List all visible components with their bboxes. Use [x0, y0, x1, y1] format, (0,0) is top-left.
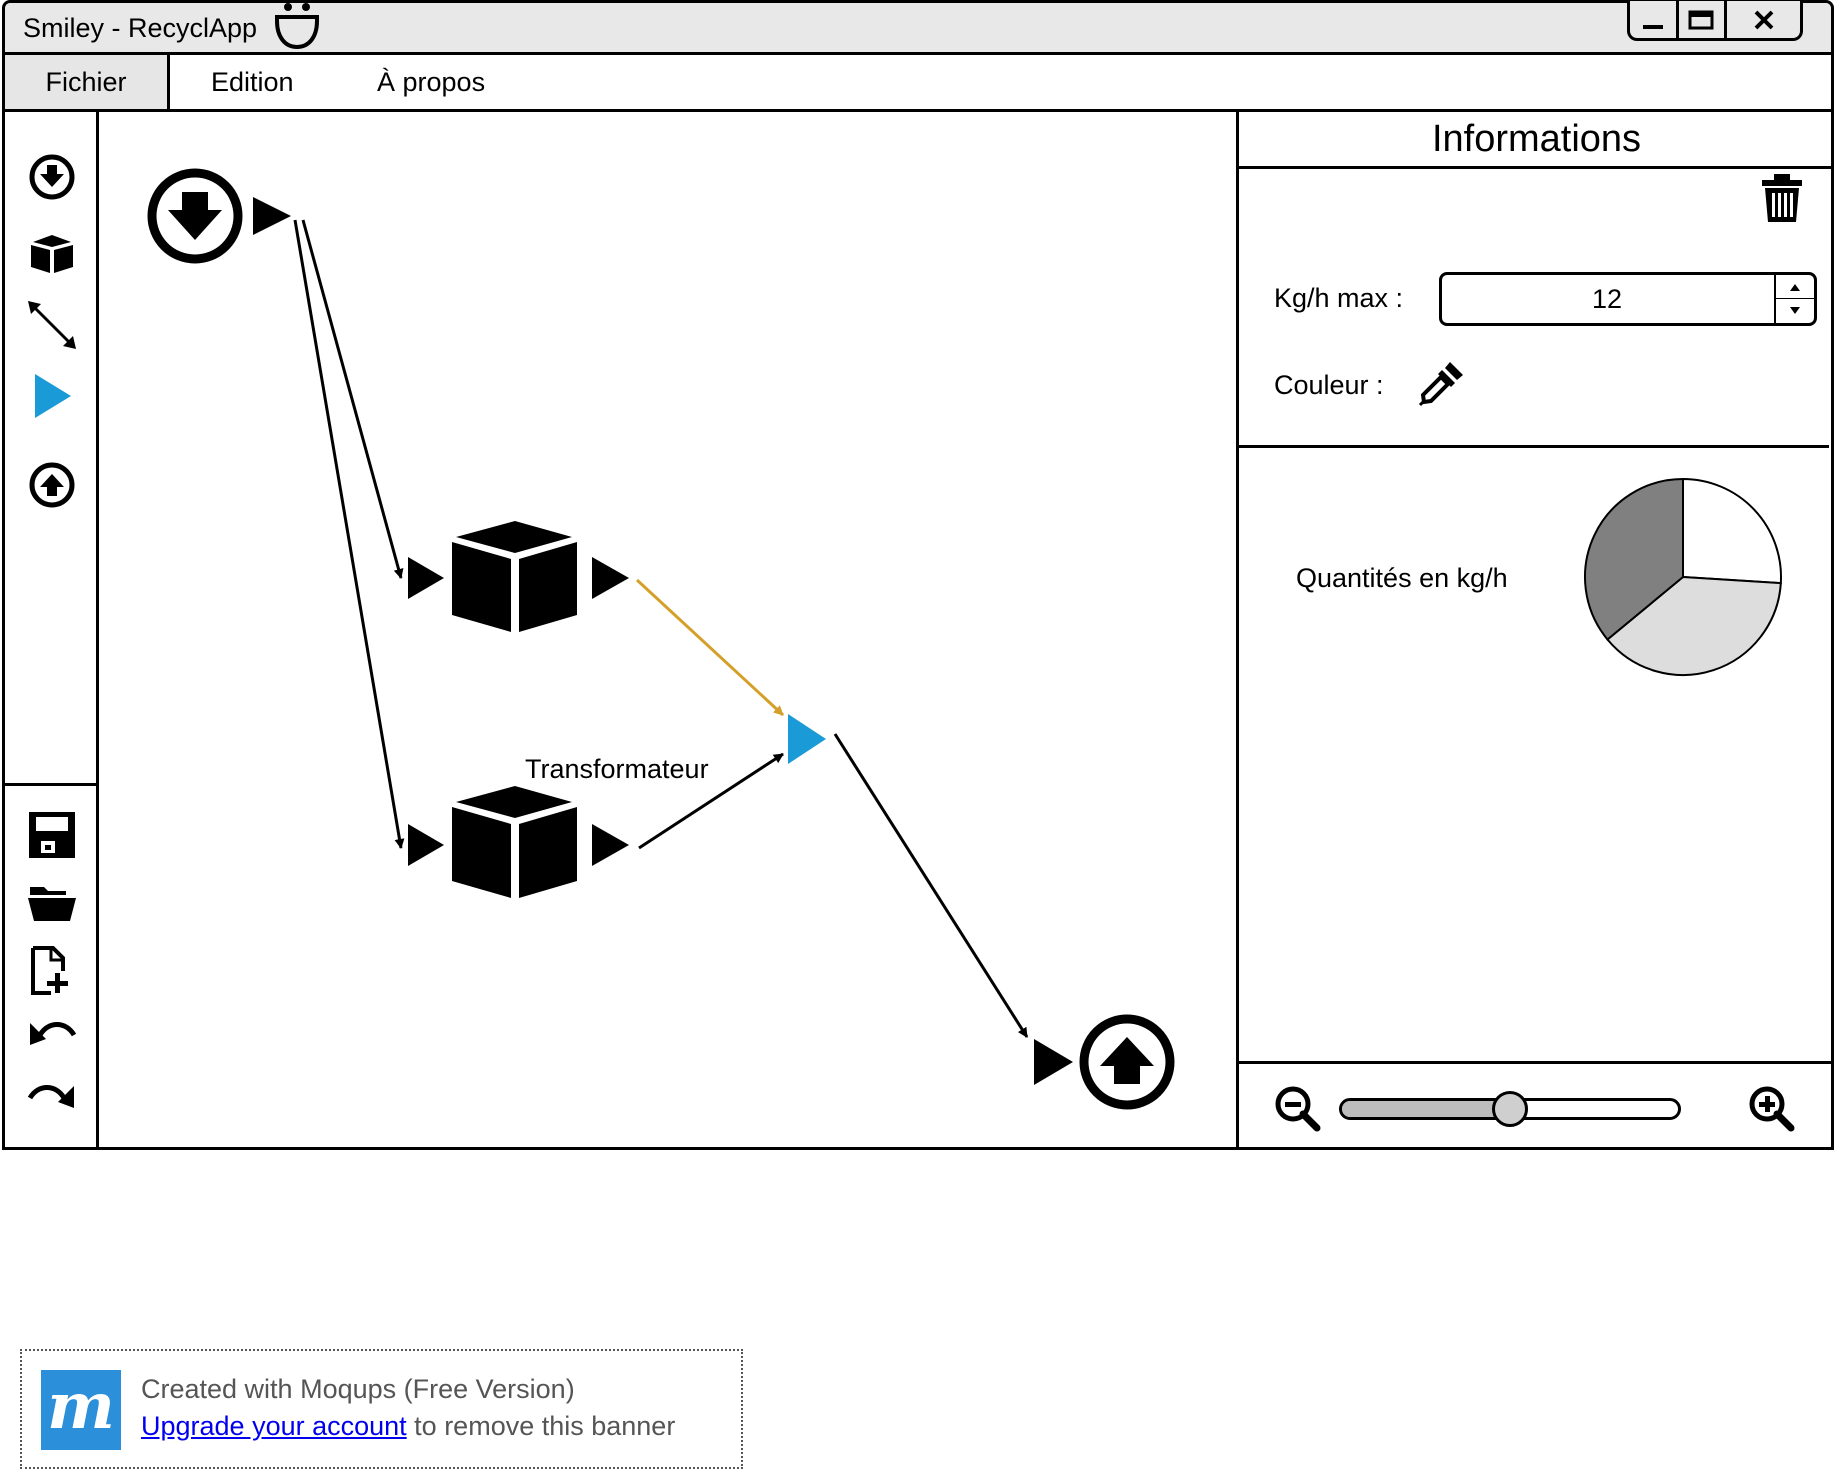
chevron-down-icon	[1790, 306, 1800, 314]
exit-node[interactable]	[1079, 1014, 1175, 1110]
open-button[interactable]	[25, 876, 79, 930]
transformer-2-node[interactable]	[452, 786, 577, 898]
banner-text: Created with Moqups (Free Version)	[141, 1374, 575, 1404]
tool-junction[interactable]	[25, 369, 79, 423]
moqups-banner: m Created with Moqups (Free Version) Upg…	[20, 1349, 743, 1469]
trash-icon[interactable]	[1759, 172, 1805, 224]
maximize-icon	[1688, 10, 1714, 29]
quantities-pie-chart	[1584, 477, 1782, 676]
save-button[interactable]	[25, 808, 79, 862]
link-transformer-2-to-junction[interactable]	[638, 752, 784, 850]
upgrade-account-link[interactable]: Upgrade your account	[141, 1411, 407, 1441]
app-window: Smiley - RecyclApp Fichier Edition À pro…	[2, 0, 1834, 1150]
zoom-slider-fill	[1342, 1101, 1513, 1117]
info-panel: Informations Kg/h max : 12 Couleur :	[1236, 112, 1834, 1150]
zoom-out-icon[interactable]	[1273, 1084, 1325, 1134]
transformer-2-input-port[interactable]	[408, 824, 444, 866]
chevron-up-icon	[1790, 283, 1800, 291]
transformer-label: Transformateur	[525, 754, 709, 784]
zoom-divider	[1239, 1061, 1834, 1064]
pie-slice-1	[1682, 477, 1782, 585]
transformer-1-output-port[interactable]	[592, 557, 629, 599]
entry-node[interactable]	[147, 168, 243, 264]
tool-transformer[interactable]	[25, 226, 79, 280]
kg-max-value[interactable]: 12	[1591, 284, 1623, 314]
menu-edition[interactable]: Edition	[211, 67, 294, 97]
tool-entry[interactable]	[25, 150, 79, 204]
entry-icon	[29, 154, 75, 200]
stepper-down-button[interactable]	[1776, 299, 1814, 322]
tool-connector[interactable]	[25, 298, 79, 352]
kg-max-label: Kg/h max :	[1274, 283, 1404, 313]
kg-max-input[interactable]: 12	[1439, 272, 1817, 326]
pie-slice-3	[1584, 477, 1684, 641]
connector-arrow-icon	[28, 301, 76, 349]
transformer-1-node[interactable]	[452, 521, 577, 632]
link-entry-to-transformer-1[interactable]	[301, 219, 404, 579]
title-bar: Smiley - RecyclApp	[5, 1, 1831, 55]
transformer-1-input-port[interactable]	[408, 557, 444, 599]
link-transformer-1-to-junction[interactable]	[635, 578, 785, 717]
link-entry-to-transformer-2[interactable]	[293, 219, 405, 849]
moqups-logo: m	[41, 1370, 121, 1450]
save-icon	[29, 812, 75, 858]
close-icon	[1754, 10, 1773, 29]
info-panel-title: Informations	[1239, 112, 1834, 169]
exit-icon	[29, 462, 75, 508]
open-folder-icon	[28, 887, 76, 921]
redo-button[interactable]	[25, 1069, 79, 1123]
link-junction-to-exit[interactable]	[833, 733, 1029, 1038]
entry-output-port[interactable]	[253, 197, 291, 235]
exit-input-port[interactable]	[1034, 1039, 1073, 1085]
element-toolbar	[5, 112, 99, 783]
window-title: Smiley - RecyclApp	[23, 13, 258, 43]
pie-slice-2	[1606, 575, 1782, 676]
transformer-2-output-port[interactable]	[592, 824, 629, 866]
couleur-label: Couleur :	[1274, 370, 1384, 400]
minimize-icon	[1642, 24, 1663, 29]
junction-node[interactable]	[788, 714, 826, 764]
flow-canvas[interactable]: Transformateur	[99, 112, 1236, 1150]
smiley-icon	[275, 3, 319, 50]
maximize-button[interactable]	[1679, 1, 1728, 38]
menu-bar: Fichier Edition À propos	[5, 55, 1831, 112]
new-file-icon	[31, 946, 68, 995]
zoom-slider-handle[interactable]	[1492, 1091, 1528, 1127]
window-controls	[1627, 1, 1803, 41]
junction-triangle-icon	[35, 374, 71, 418]
eyedropper-icon[interactable]	[1417, 358, 1467, 408]
file-toolbar	[5, 783, 99, 1150]
close-button[interactable]	[1727, 1, 1800, 38]
flow-diagram	[147, 168, 1175, 1110]
transformer-cube-icon	[31, 235, 73, 273]
menu-fichier[interactable]: Fichier	[5, 55, 170, 109]
stepper-up-button[interactable]	[1776, 275, 1814, 299]
banner-upgrade-line: Upgrade your account to remove this bann…	[141, 1411, 675, 1442]
zoom-in-icon[interactable]	[1747, 1084, 1799, 1134]
panel-divider	[1239, 445, 1829, 448]
quantities-label: Quantités en kg/h	[1296, 563, 1508, 593]
undo-button[interactable]	[25, 1006, 79, 1060]
new-file-button[interactable]	[25, 944, 79, 998]
redo-icon	[27, 1085, 74, 1108]
tool-exit[interactable]	[25, 458, 79, 512]
menu-a-propos[interactable]: À propos	[377, 67, 486, 97]
kg-max-stepper	[1774, 275, 1814, 323]
minimize-button[interactable]	[1630, 1, 1679, 38]
undo-icon	[30, 1022, 77, 1045]
banner-remove-text: to remove this banner	[406, 1411, 676, 1441]
